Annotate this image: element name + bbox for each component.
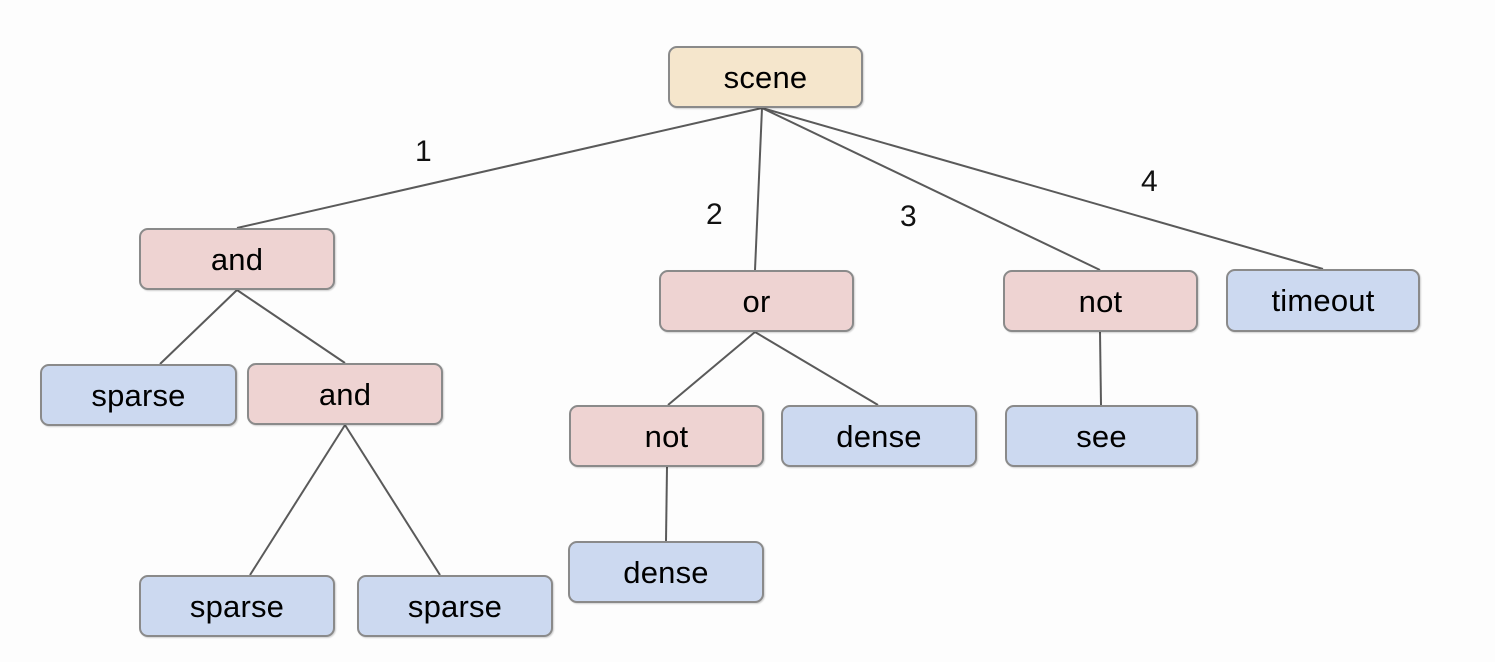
tree-node-label: not [644, 418, 689, 454]
tree-edge [1099, 331, 1102, 406]
tree-node-label: and [318, 376, 372, 412]
tree-edge [667, 331, 756, 406]
edge-label-2: 2 [706, 198, 723, 231]
tree-edge [761, 107, 1101, 271]
tree-node-label: sparse [407, 588, 503, 624]
tree-node-timeout1[interactable]: timeout [1226, 269, 1420, 332]
tree-node-scene[interactable]: scene [668, 46, 863, 108]
tree-node-label: or [742, 283, 771, 319]
tree-node-sparse2[interactable]: sparse [139, 575, 335, 637]
tree-node-dense1[interactable]: dense [781, 405, 977, 467]
tree-node-label: see [1076, 418, 1127, 454]
tree-node-label: dense [623, 554, 709, 590]
edge-label-3: 3 [900, 200, 917, 233]
tree-edge [249, 424, 346, 576]
tree-node-label: sparse [189, 588, 285, 624]
tree-node-label: and [210, 241, 264, 277]
tree-edge [236, 289, 346, 364]
tree-edge [236, 107, 763, 229]
tree-edge [665, 466, 668, 542]
tree-node-and2[interactable]: and [247, 363, 443, 425]
tree-edge [754, 331, 879, 406]
tree-node-label: dense [836, 418, 922, 454]
tree-node-label: not [1078, 283, 1123, 319]
tree-edge [159, 289, 238, 365]
edge-label-1: 1 [415, 135, 432, 168]
tree-node-see1[interactable]: see [1005, 405, 1198, 467]
tree-node-sparse3[interactable]: sparse [357, 575, 553, 637]
tree-edge [754, 107, 763, 271]
tree-node-dense2[interactable]: dense [568, 541, 764, 603]
tree-node-not2[interactable]: not [1003, 270, 1198, 332]
tree-node-not1[interactable]: not [569, 405, 764, 467]
tree-node-and1[interactable]: and [139, 228, 335, 290]
edge-label-4: 4 [1141, 165, 1158, 198]
tree-node-label: scene [723, 59, 808, 95]
tree-node-label: sparse [91, 377, 186, 413]
tree-node-label: timeout [1271, 283, 1375, 318]
tree-node-sparse1[interactable]: sparse [40, 364, 237, 426]
tree-edge [761, 107, 1324, 270]
tree-edge [344, 424, 441, 576]
tree-node-or1[interactable]: or [659, 270, 854, 332]
